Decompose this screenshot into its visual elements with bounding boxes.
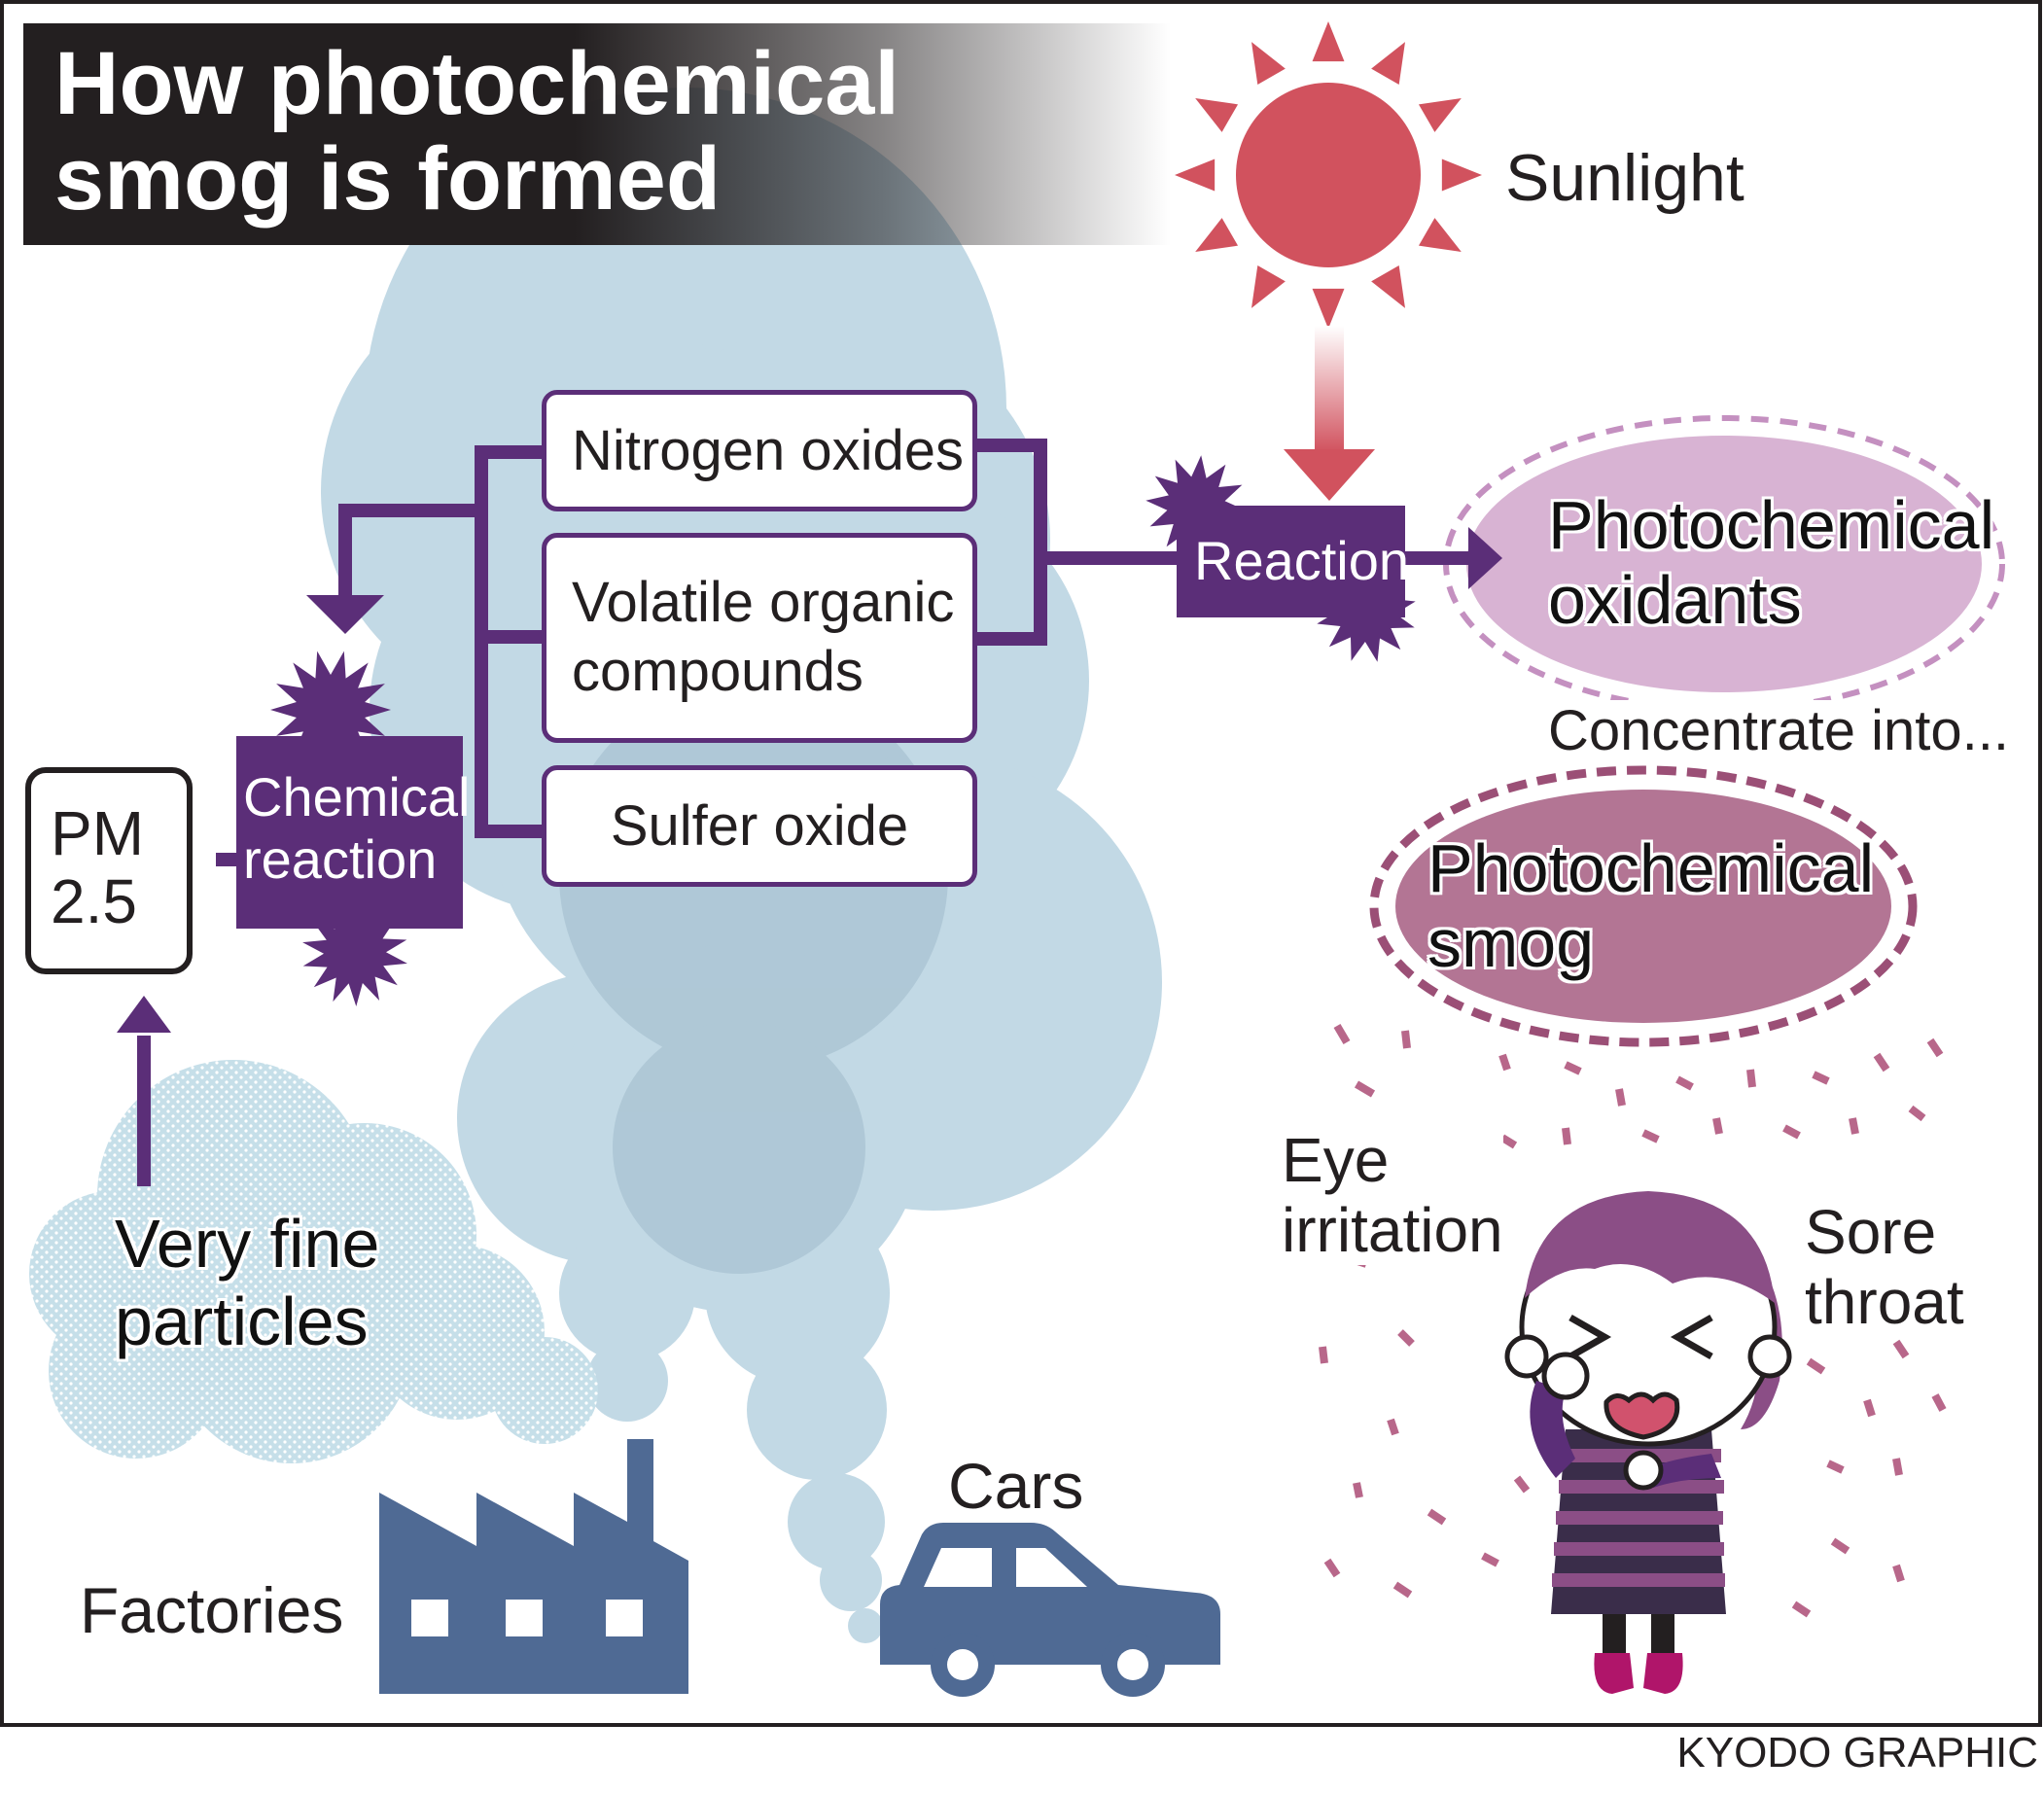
smog-oval: [1395, 790, 1891, 1023]
drizzle-dash: [1513, 1475, 1531, 1494]
drizzle-dash: [1397, 1329, 1415, 1347]
concentrate-label: Concentrate into...: [1544, 699, 2013, 763]
reaction-label: Reaction: [1194, 530, 1410, 591]
sore-throat-label: Sore throat: [1805, 1197, 1964, 1338]
drizzle-dash: [1615, 1088, 1626, 1107]
drizzle-dash: [1712, 1117, 1723, 1135]
drizzle-dash: [1892, 1339, 1910, 1359]
drizzle-dash: [1931, 1393, 1947, 1412]
sun-ray: [1371, 264, 1405, 308]
drizzle-dash: [1791, 1601, 1812, 1618]
sunlight-label: Sunlight: [1505, 141, 1744, 215]
title-bar: [23, 23, 1171, 245]
sun-ray: [1175, 158, 1216, 192]
sulfur-oxide-box: Sulfer oxide: [542, 765, 977, 887]
drizzle-dash: [1849, 1117, 1859, 1135]
oxidants-oval: [1466, 436, 1982, 692]
car-icon: [880, 1523, 1220, 1697]
cars-label: Cars: [948, 1450, 1084, 1522]
chemical-reaction-label: Chemical reaction: [243, 766, 471, 890]
drizzle-dash: [1782, 1124, 1801, 1140]
drizzle-dash: [1746, 1069, 1756, 1088]
pm25-box: [25, 767, 193, 974]
fine-particle-cloud: [29, 1060, 598, 1463]
sun-rays: [1175, 21, 1482, 329]
credit: KYODO GRAPHIC: [1676, 1729, 2038, 1776]
voc-box: Volatile organic compounds: [542, 533, 977, 743]
drizzle-dash: [1333, 1023, 1351, 1045]
drizzle-dash: [1641, 1129, 1660, 1143]
pm25-label: PM 2.5: [51, 798, 144, 937]
drizzle-dash: [1926, 1038, 1944, 1058]
sun-icon: [1236, 83, 1421, 267]
chemical-reaction-box: [236, 736, 463, 929]
drizzle-dash: [1812, 1071, 1830, 1085]
sun-ray: [1195, 98, 1239, 132]
drizzle-dash: [1562, 1127, 1571, 1145]
diagram-title: How photochemical smog is formed: [54, 34, 899, 229]
drizzle-dash: [1830, 1537, 1850, 1555]
drizzle-dash: [1498, 1053, 1511, 1072]
sulfur-oxide-label: Sulfer oxide: [610, 794, 909, 858]
sun-ray: [1251, 264, 1286, 308]
sun-ray: [1371, 42, 1405, 86]
sun-ray: [1195, 218, 1239, 252]
sunbeam-arrow-shaft: [1315, 326, 1344, 452]
drizzle-dash: [1908, 1105, 1926, 1122]
reaction-box: [1177, 506, 1405, 617]
girl-figure: [1504, 1191, 1792, 1694]
eye-irritation-label: Eye irritation: [1282, 1125, 1503, 1266]
nitrogen-oxides-label: Nitrogen oxides: [572, 419, 964, 482]
drizzle-dash: [1354, 1080, 1376, 1098]
drizzle-dash: [1564, 1061, 1582, 1075]
drizzle-dash: [1892, 1458, 1903, 1476]
drizzle-dash: [1826, 1460, 1845, 1474]
drizzle-dash: [1499, 1134, 1518, 1149]
sun-ray: [1312, 288, 1345, 329]
drizzle-dash: [1806, 1357, 1826, 1375]
drizzle-dash: [1392, 1581, 1413, 1599]
factory-windows: [411, 1600, 643, 1636]
sunbeam-arrow-head: [1284, 449, 1375, 501]
factory-icon: [379, 1439, 688, 1694]
smog-drizzle: [1319, 1023, 1947, 1618]
drizzle-dash: [1427, 1508, 1447, 1526]
nitrogen-oxides-box: Nitrogen oxides: [542, 390, 977, 511]
smog-label: Photochemical smog: [1427, 830, 1875, 981]
frame: [0, 0, 2042, 1727]
drizzle-dash: [1401, 1030, 1411, 1049]
drizzle-dash: [1863, 1398, 1876, 1418]
sun-ray: [1418, 218, 1462, 252]
sun-ray: [1441, 158, 1482, 192]
drizzle-dash: [1675, 1075, 1694, 1091]
voc-label: Volatile organic compounds: [572, 571, 955, 703]
pollutant-connectors: [137, 439, 1478, 1186]
sun-ray: [1312, 21, 1345, 62]
drizzle-dash: [1873, 1052, 1890, 1073]
sun-ray: [1418, 98, 1462, 132]
oxidants-label: Photochemical oxidants: [1548, 487, 1995, 638]
smog-dashed-ring: [1369, 765, 1918, 1047]
sun-ray: [1251, 42, 1286, 86]
fine-particles-label: Very fine particles: [115, 1206, 380, 1359]
drizzle-dash: [1353, 1482, 1363, 1498]
drizzle-dash: [1319, 1346, 1328, 1364]
drizzle-dash: [1481, 1552, 1499, 1567]
drizzle-dash: [1387, 1418, 1399, 1436]
drizzle-dash: [1892, 1564, 1905, 1583]
factories-label: Factories: [80, 1574, 344, 1646]
drizzle-dash: [1323, 1558, 1341, 1578]
